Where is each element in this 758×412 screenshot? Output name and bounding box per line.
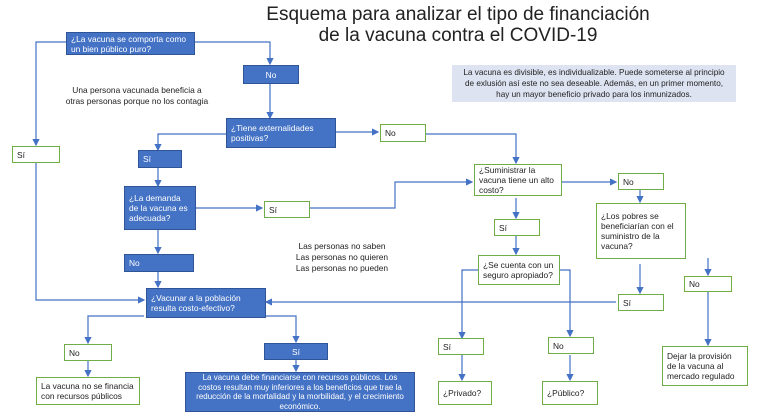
no-text-8: No [553, 340, 564, 351]
edge-no2-cost [426, 133, 520, 165]
edge-sileft-ce [35, 163, 146, 304]
q-insurance-text: ¿Se cuenta con un seguro apropiado? [483, 260, 554, 280]
si-box-5: Sí [264, 343, 328, 360]
divisible-note-text: La vacuna es divisible, es individualiza… [463, 68, 725, 99]
public-financed-box: La vacuna debe financiarse con recursos … [185, 372, 415, 412]
no-box-7: No [684, 276, 732, 292]
divisible-note: La vacuna es divisible, es individualiza… [452, 65, 736, 102]
si-text-5: Sí [292, 346, 300, 357]
si-box-3: Sí [264, 201, 310, 218]
no-text-4: No [623, 176, 634, 187]
reason-1: Las personas no saben [298, 241, 386, 251]
si-left-box: Sí [12, 146, 60, 163]
q-poor-benefit-text: ¿Los pobres se beneficiarían con el sumi… [601, 211, 674, 251]
edge-ins-si [458, 269, 482, 340]
reason-2: Las personas no quieren [295, 252, 389, 262]
no-text-7: No [689, 279, 700, 289]
no-box-1: No [243, 65, 299, 84]
no-text-3: No [129, 258, 140, 268]
si-box-7: Sí [438, 338, 484, 355]
edge-ext-si [154, 133, 226, 152]
si-box-4: Sí [494, 219, 540, 236]
si-text-2: Sí [143, 154, 151, 164]
q-high-cost-box: ¿Suministrar la vacuna tiene un alto cos… [474, 164, 562, 196]
edge-public-si [32, 41, 66, 147]
q-insurance-box: ¿Se cuenta con un seguro apropiado? [478, 255, 560, 285]
no-text-2: No [385, 128, 396, 138]
si-text-7: Sí [443, 341, 451, 352]
edge-ins-no [558, 269, 574, 338]
title-line-1: Esquema para analizar el tipo de financi… [266, 4, 650, 25]
edge-public-no [195, 41, 274, 66]
public-q-box: ¿Público? [542, 381, 598, 405]
q-cost-effective-box: ¿Vacunar a la población resulta costo-ef… [146, 288, 266, 318]
no-text-5: No [69, 347, 80, 358]
q-externalities-text: ¿Tiene externalidades positivas? [231, 123, 314, 143]
edge-ce-si [266, 315, 300, 344]
public-q-text: ¿Público? [547, 388, 585, 398]
edge-si3-cost [310, 178, 474, 209]
reason-3: Las personas no pueden [295, 263, 389, 273]
no-box-4: No [618, 173, 664, 190]
private-q-text: ¿Privado? [443, 388, 482, 398]
q-cost-effective-text: ¿Vacunar a la población resulta costo-ef… [151, 293, 241, 313]
edge-ce-no [84, 315, 144, 345]
si-text-3: Sí [269, 204, 277, 215]
title-line-2: de la vacuna contra el COVID-19 [318, 25, 598, 46]
q-public-good-text: ¿La vacuna se comporta como un bien públ… [71, 33, 186, 54]
q-public-good-box: ¿La vacuna se comporta como un bien públ… [66, 32, 195, 55]
diagram-title: Esquema para analizar el tipo de financi… [248, 4, 668, 46]
externality-note: Una persona vacunada beneficia a otras p… [65, 85, 209, 106]
no-box-5: No [64, 344, 112, 361]
q-high-cost-text: ¿Suministrar la vacuna tiene un alto cos… [479, 165, 554, 195]
no-box-8: No [548, 337, 594, 354]
public-financed-text: La vacuna debe financiarse con recursos … [196, 373, 404, 411]
si-box-6: Sí [618, 294, 664, 311]
no-box-3: No [124, 254, 194, 272]
si-box-2: Sí [138, 150, 182, 168]
si-text-6: Sí [623, 297, 631, 308]
si-left-text: Sí [17, 149, 25, 160]
not-financed-text: La vacuna no se financia con recursos pú… [41, 381, 134, 401]
market-leave-text: Dejar la provisión de la vacuna al merca… [667, 351, 735, 381]
market-leave-box: Dejar la provisión de la vacuna al merca… [662, 346, 748, 386]
q-poor-benefit-box: ¿Los pobres se beneficiarían con el sumi… [596, 203, 686, 259]
q-demand-box: ¿La demanda de la vacuna es adecuada? [124, 186, 196, 230]
q-demand-text: ¿La demanda de la vacuna es adecuada? [129, 193, 188, 223]
no-box-2: No [380, 124, 426, 142]
si-text-4: Sí [499, 222, 507, 233]
reasons-note: Las personas no saben Las personas no qu… [282, 241, 402, 274]
q-externalities-box: ¿Tiene externalidades positivas? [226, 118, 336, 148]
private-q-box: ¿Privado? [438, 381, 492, 405]
not-financed-box: La vacuna no se financia con recursos pú… [36, 377, 140, 405]
no-text-1: No [265, 69, 277, 80]
